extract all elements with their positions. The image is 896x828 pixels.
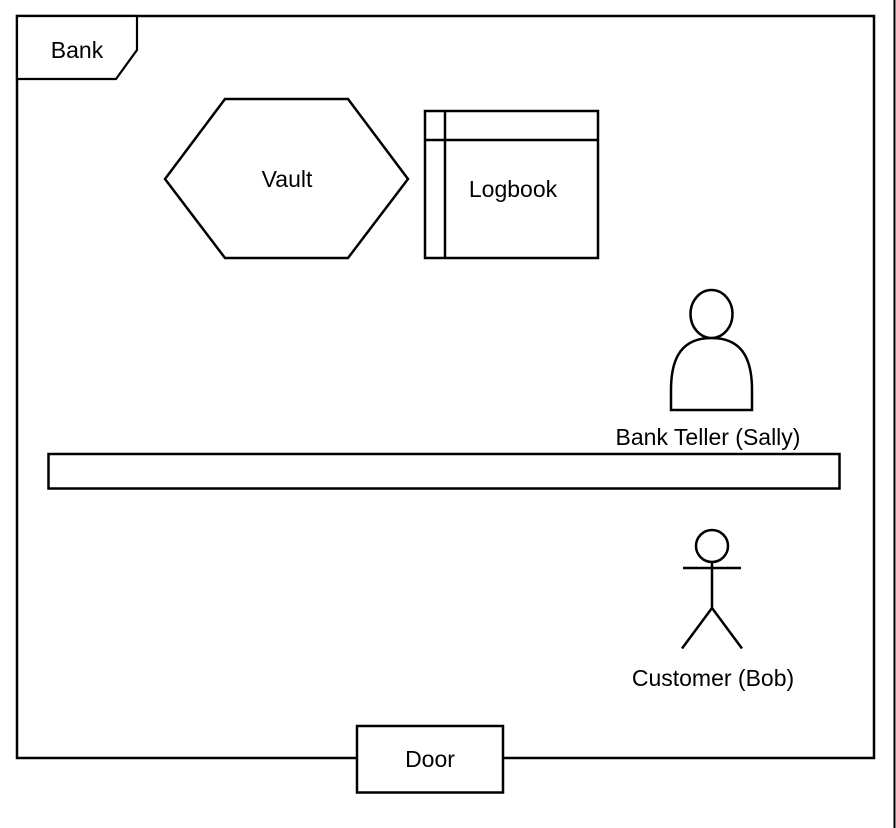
teller-label: Bank Teller (Sally) bbox=[616, 424, 801, 450]
customer-right-leg[interactable] bbox=[710, 607, 744, 650]
teller-head[interactable] bbox=[689, 288, 734, 340]
door-label: Door bbox=[405, 746, 455, 772]
customer-label: Customer (Bob) bbox=[632, 665, 794, 691]
logbook-shape[interactable]: Logbook bbox=[423, 109, 600, 260]
bank-room-label: Bank bbox=[51, 37, 104, 63]
teller-body[interactable] bbox=[669, 336, 754, 412]
vault-shape[interactable]: Vault bbox=[163, 97, 410, 260]
bank-room-tab[interactable] bbox=[15, 14, 139, 81]
logbook-frame[interactable] bbox=[423, 109, 600, 260]
logbook-label: Logbook bbox=[469, 176, 558, 202]
teller-person-icon[interactable] bbox=[669, 288, 754, 412]
customer-head[interactable] bbox=[694, 528, 730, 564]
customer-actor-icon[interactable] bbox=[680, 528, 744, 650]
counter-bar[interactable] bbox=[47, 452, 841, 490]
door-shape[interactable]: Door bbox=[355, 724, 505, 794]
vault-hexagon[interactable] bbox=[163, 97, 410, 260]
customer-left-leg[interactable] bbox=[680, 607, 714, 650]
door-frame[interactable] bbox=[355, 724, 505, 794]
vault-label: Vault bbox=[262, 166, 313, 192]
